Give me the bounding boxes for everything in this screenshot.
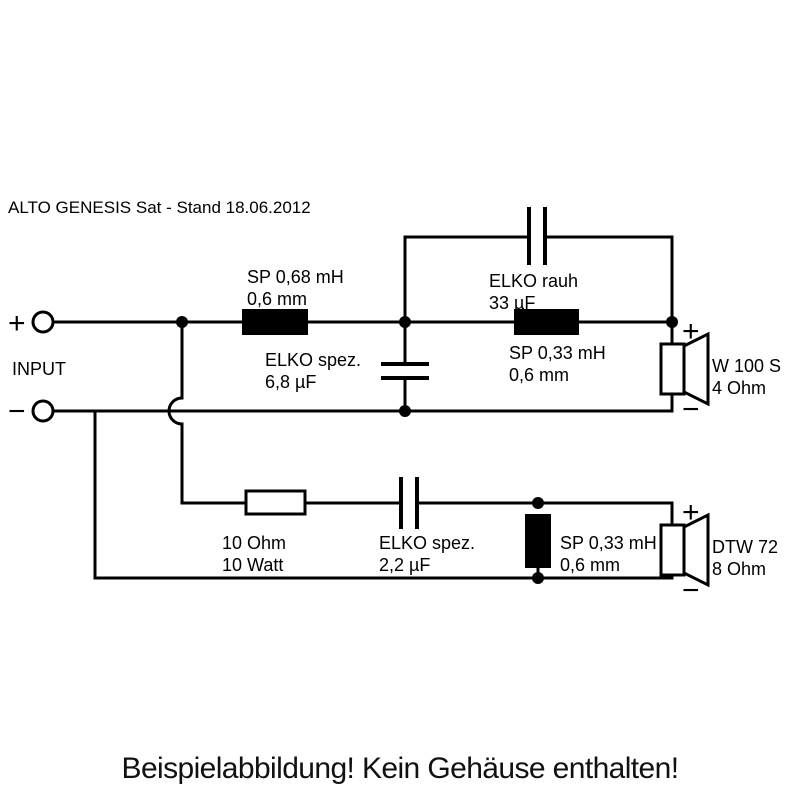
label-tweeter-line2: 8 Ohm (712, 559, 766, 579)
input-minus-terminal[interactable] (31, 399, 55, 423)
label-woofer-line2: 4 Ohm (712, 378, 766, 398)
image-caption: Beispielabbildung! Kein Gehäuse enthalte… (121, 752, 680, 785)
label-shunt-cap-line1: ELKO spez. (265, 350, 361, 370)
label-tweeter-coil-line2: 0,6 mm (560, 555, 620, 575)
woofer-plus-symbol: + (682, 315, 700, 348)
woofer-magnet-body (659, 342, 686, 396)
woofer-cone-icon (682, 331, 710, 407)
inductor-tweeter-shunt-0-33mh (525, 514, 551, 568)
label-resistor-line1: 10 Ohm (222, 533, 286, 553)
label-tweeter-cap-line1: ELKO spez. (379, 533, 475, 553)
woofer-minus-symbol: − (682, 393, 700, 426)
junction-tweeter-shunt-top (532, 497, 544, 509)
label-resistor-line2: 10 Watt (222, 555, 283, 575)
label-series-coil-line2: 0,6 mm (509, 365, 569, 385)
tweeter-plus-symbol: + (682, 496, 700, 529)
input-label: INPUT (12, 359, 66, 379)
tweeter-magnet-body (659, 523, 686, 577)
label-woofer-coil-line2: 0,6 mm (247, 289, 307, 309)
label-tweeter-line1: DTW 72 (712, 537, 778, 557)
label-woofer-coil-line1: SP 0,68 mH (247, 267, 344, 287)
label-bypass-cap-line1: ELKO rauh (489, 271, 578, 291)
input-minus-symbol: − (8, 395, 26, 428)
tweeter-minus-symbol: − (682, 574, 700, 607)
inductor-woofer-0-33mh (514, 309, 579, 335)
label-tweeter-cap-line2: 2,2 µF (379, 555, 430, 575)
input-plus-symbol: + (8, 307, 26, 340)
tweeter-cone-icon (682, 512, 710, 588)
label-series-coil-line1: SP 0,33 mH (509, 343, 606, 363)
label-shunt-cap-line2: 6,8 µF (265, 372, 316, 392)
input-plus-terminal[interactable] (31, 310, 55, 334)
diagram-title: ALTO GENESIS Sat - Stand 18.06.2012 (8, 198, 311, 217)
inductor-woofer-0-68mh (242, 309, 308, 335)
label-woofer-line1: W 100 S (712, 356, 781, 376)
label-bypass-cap-line2: 33 µF (489, 293, 535, 313)
resistor-10-ohm (244, 489, 307, 516)
label-tweeter-coil-line1: SP 0,33 mH (560, 533, 657, 553)
